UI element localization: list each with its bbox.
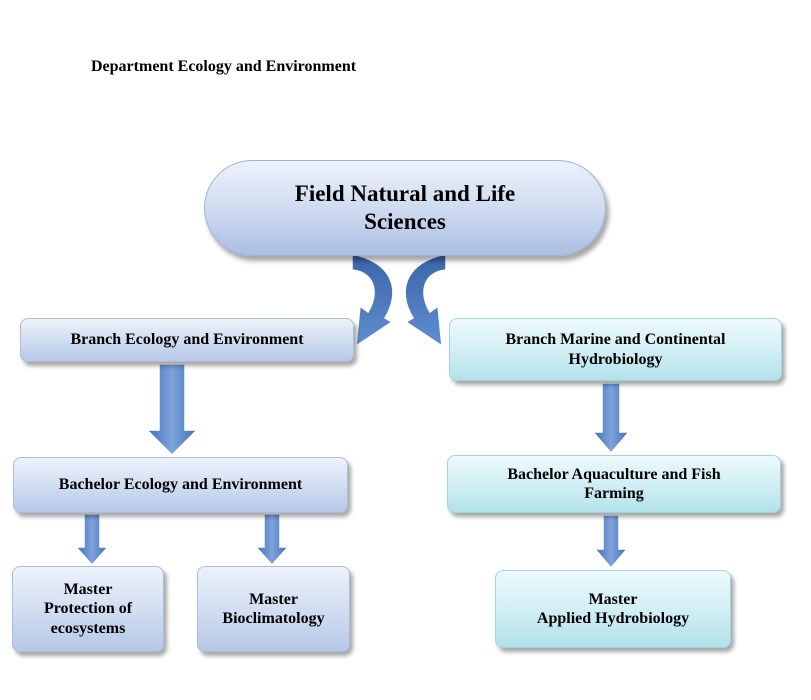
branch-marine-line-1: Branch Marine and Continental xyxy=(505,331,726,349)
down-arrow-to-master-applied xyxy=(593,514,629,570)
branch-marine-line-2: Hydrobiology xyxy=(568,350,663,368)
master-bioclimatology-line-2: Bioclimatology xyxy=(222,610,325,627)
branch-ecology-label: Branch Ecology and Environment xyxy=(70,331,304,349)
master-protection-line-3: ecosystems xyxy=(50,619,126,637)
department-title: Department Ecology and Environment xyxy=(91,58,357,75)
field-line-1: Field Natural and Life xyxy=(294,181,516,207)
master-protection-line-2: Protection of xyxy=(43,600,133,618)
down-arrow-branch-to-bachelor-left xyxy=(145,363,199,457)
bachelor-aquaculture-box: Bachelor Aquaculture and Fish Farming xyxy=(447,455,781,513)
branch-ecology-box: Branch Ecology and Environment xyxy=(20,318,354,362)
down-arrow-to-master-protection xyxy=(74,513,110,567)
bachelor-ecology-box: Bachelor Ecology and Environment xyxy=(13,457,348,513)
master-applied-box: Master Applied Hydrobiology xyxy=(495,570,731,648)
master-applied-line-2: Applied Hydrobiology xyxy=(536,610,690,627)
field-line-2: Sciences xyxy=(364,209,446,234)
master-bioclimatology-box: Master Bioclimatology xyxy=(197,566,350,652)
bachelor-ecology-label: Bachelor Ecology and Environment xyxy=(58,476,303,494)
branch-marine-box: Branch Marine and Continental Hydrobiolo… xyxy=(449,318,782,381)
master-protection-box: Master Protection of ecosystems xyxy=(12,566,164,652)
curved-arrow-right xyxy=(404,253,447,348)
master-bioclimatology-line-1: Master xyxy=(249,590,298,608)
master-applied-line-1: Master xyxy=(588,590,638,608)
master-protection-line-1: Master xyxy=(63,581,113,599)
bachelor-aquaculture-line-2: Farming xyxy=(584,485,644,502)
down-arrow-branch-to-bachelor-right xyxy=(591,382,631,455)
down-arrow-to-master-bioclimatology xyxy=(254,513,290,567)
bachelor-aquaculture-line-1: Bachelor Aquaculture and Fish xyxy=(507,465,721,483)
curved-arrow-left xyxy=(351,253,394,348)
field-box: Field Natural and Life Sciences xyxy=(204,160,606,256)
